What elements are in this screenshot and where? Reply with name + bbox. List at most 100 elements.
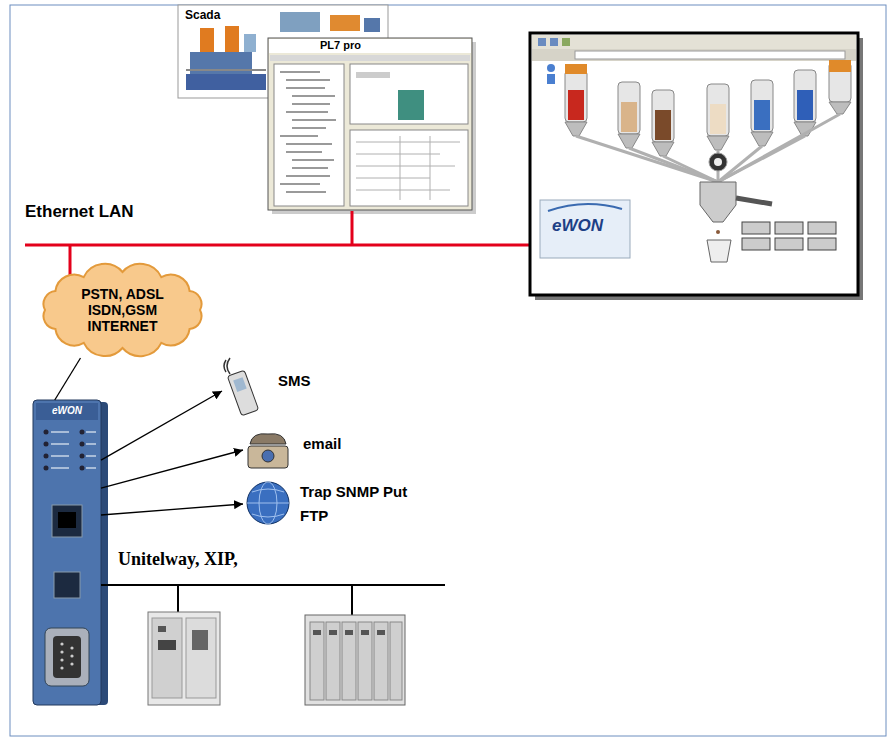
globe-icon: [252, 489, 284, 517]
ewon-device: [51, 443, 69, 445]
pl7-window: [356, 190, 450, 191]
connector-line: [101, 391, 222, 460]
ewon-device: [60, 666, 63, 669]
pl7-window: [268, 38, 472, 210]
ewon-device: [80, 466, 85, 471]
plc-rack: [377, 630, 385, 635]
web-screenshot: [550, 38, 558, 46]
button: [775, 222, 803, 234]
network-cloud: PSTN, ADSL ISDN,GSM INTERNET: [35, 262, 210, 358]
web-screenshot: [532, 49, 856, 61]
pl7-window: [292, 103, 330, 105]
ewon-device: [44, 466, 49, 471]
gauge: [714, 158, 722, 166]
tank: [710, 104, 726, 134]
pl7-window: [286, 111, 328, 113]
bus-label: Unitelway, XIP,: [118, 549, 238, 570]
tank: [718, 60, 851, 182]
tank: [707, 84, 729, 182]
pl7-window: [269, 39, 471, 53]
tank: [629, 148, 718, 182]
ewon-device: [60, 650, 63, 653]
plc-rack: [310, 622, 402, 700]
ewon-device: [80, 442, 85, 447]
fax-icon: [262, 450, 274, 462]
pl7-window: [292, 167, 328, 169]
fax-icon: [248, 434, 288, 468]
ewon-device: [80, 430, 85, 435]
pl7-window: [356, 154, 440, 155]
web-screenshot: [547, 64, 555, 72]
cloud-label: PSTN, ADSL ISDN,GSM INTERNET: [67, 286, 179, 334]
pl7-window: [350, 130, 468, 206]
ewon-device: [51, 431, 96, 469]
plc-rack: [305, 615, 405, 705]
ewon-device: [53, 636, 81, 678]
pl7-window: [286, 191, 326, 193]
tank: [829, 60, 851, 72]
connector-line: [101, 450, 243, 488]
field-bus: [177, 585, 179, 612]
pl7-window: [356, 72, 390, 78]
cloud-outline: [44, 264, 202, 356]
faucet: [736, 198, 772, 204]
ewon-device: [33, 400, 101, 705]
pl7-window: [400, 136, 401, 200]
gauge: [709, 153, 727, 171]
ewon-device: [70, 662, 73, 665]
connector-layer: [55, 358, 243, 515]
plc-unit: [158, 626, 166, 632]
tank: [794, 70, 816, 122]
pl7-window: [268, 38, 476, 214]
plc-unit: [186, 618, 216, 698]
tank: [565, 64, 718, 182]
pl7-window: [292, 119, 336, 121]
tank: [655, 110, 671, 140]
pl7-window: [356, 142, 460, 143]
tank: [797, 90, 813, 120]
plc-rack: [313, 630, 385, 635]
web-screenshot: [532, 35, 856, 49]
plc-unit: [192, 630, 208, 650]
web-screenshot: [562, 38, 570, 46]
ewon-device: [60, 642, 73, 669]
tank: [568, 90, 584, 120]
plc-rack: [358, 622, 372, 700]
software-window: PL7 pro: [268, 38, 472, 210]
pl7-window: [292, 95, 335, 97]
tank: [652, 142, 674, 156]
button: [775, 238, 803, 250]
phone-icon: [224, 358, 259, 416]
tank: [707, 84, 729, 136]
screenshot-window: Scada: [178, 5, 388, 98]
plc-rack: [305, 615, 405, 705]
plc-rack: [361, 630, 369, 635]
pl7-window: [280, 71, 320, 73]
tank: [621, 102, 637, 132]
scada-screenshot: [186, 69, 266, 71]
plc-unit: [148, 612, 220, 705]
globe-icon: [247, 482, 289, 524]
ewon-device: [86, 431, 96, 433]
tank: [618, 82, 640, 134]
fax-icon: [248, 446, 288, 468]
plc-unit: [148, 612, 220, 705]
pl7-window: [356, 166, 455, 167]
tank: [829, 102, 851, 114]
scada-screenshot: [186, 74, 266, 90]
window-title: Scada: [178, 5, 388, 22]
tank: [618, 82, 718, 182]
snmp-output: Trap SNMP Put FTP: [243, 478, 422, 530]
scada-screenshot: [280, 12, 320, 32]
tank: [565, 70, 587, 122]
field-bus: [101, 584, 445, 586]
plc-unit: [158, 640, 176, 650]
ewon-device: [51, 455, 69, 457]
plc-rack: [390, 622, 402, 700]
button: [808, 238, 836, 250]
pl7-window: [286, 143, 332, 145]
tank: [751, 80, 773, 132]
logo-label-holder: eWON: [552, 216, 603, 236]
ewon-device: [44, 430, 85, 471]
